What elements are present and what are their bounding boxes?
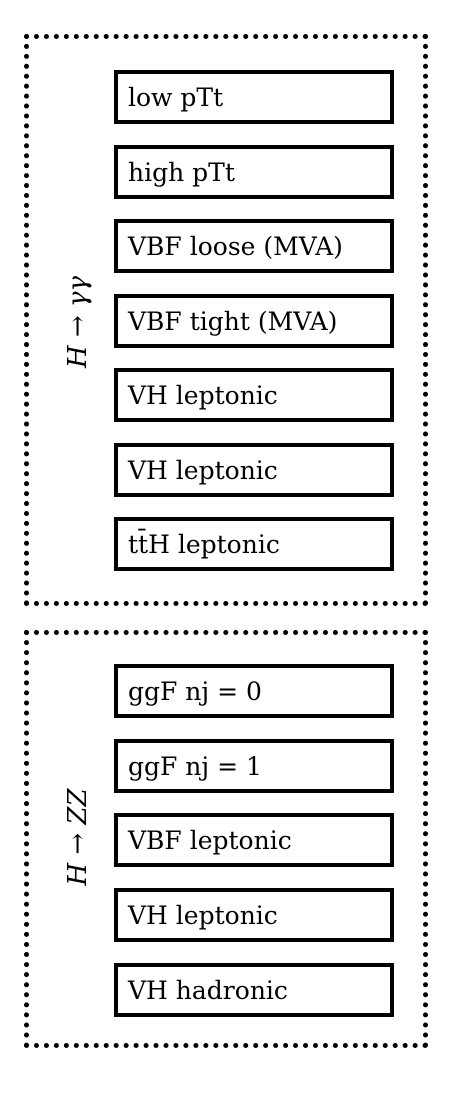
- category-box: tt̄H leptonic: [114, 517, 394, 571]
- group-label-h-zz: H → ZZ: [63, 788, 93, 886]
- category-box: VH hadronic: [114, 963, 394, 1017]
- category-box: high pTt: [114, 145, 394, 199]
- group-h-gamma-gamma-frame: [24, 34, 428, 606]
- category-box: VH leptonic: [114, 888, 394, 942]
- category-box: VH leptonic: [114, 368, 394, 422]
- category-box: ggF nj = 1: [114, 739, 394, 793]
- group-label-h-gamma-gamma: H → γγ: [63, 275, 93, 369]
- category-box: low pTt: [114, 70, 394, 124]
- category-box: VBF loose (MVA): [114, 219, 394, 273]
- group-h-zz-frame: [24, 630, 428, 1048]
- category-box: VBF leptonic: [114, 813, 394, 867]
- category-box: ggF nj = 0: [114, 664, 394, 718]
- category-box: VBF tight (MVA): [114, 294, 394, 348]
- category-box: VH leptonic: [114, 443, 394, 497]
